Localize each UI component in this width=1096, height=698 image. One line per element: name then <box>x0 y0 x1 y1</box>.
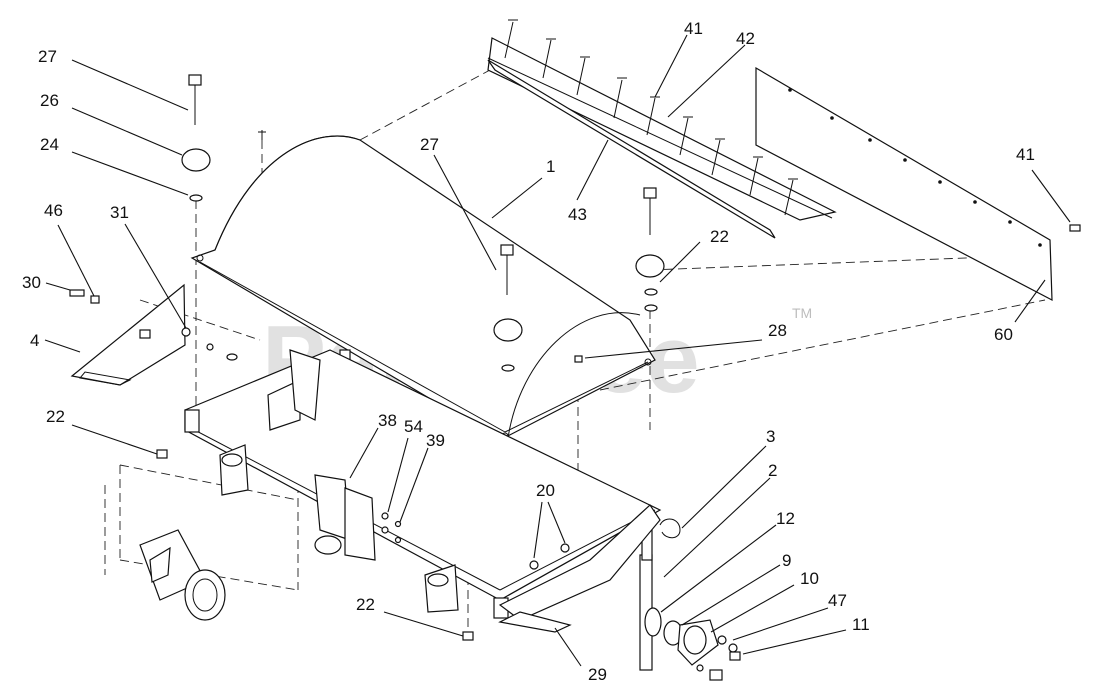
callout-4-side-plate: 4 <box>30 331 39 350</box>
callout-42: 42 <box>736 29 755 48</box>
callout-41-right: 41 <box>1016 145 1035 164</box>
callout-22-left-nut: 22 <box>46 407 65 426</box>
leader-lines <box>44 34 1071 667</box>
bearing-assembly <box>644 607 741 681</box>
fasteners <box>69 74 1081 641</box>
callout-47: 47 <box>828 591 847 610</box>
callout-30: 30 <box>22 273 41 292</box>
callout-26-isolator: 26 <box>40 91 59 110</box>
callout-labels: 27 26 24 46 31 30 4 22 1 27 41 42 43 22 … <box>22 19 1035 684</box>
left-side-plate <box>70 283 186 386</box>
callout-22-bottom-nut: 22 <box>356 595 375 614</box>
callout-43: 43 <box>568 205 587 224</box>
hitch-couplers <box>219 444 459 613</box>
callout-24-washer: 24 <box>40 135 59 154</box>
callout-2: 2 <box>768 461 777 480</box>
rear-deflector-panel <box>755 66 1053 302</box>
callout-20: 20 <box>536 481 555 500</box>
rivet-row <box>504 19 798 216</box>
callout-9: 9 <box>782 551 791 570</box>
callout-28: 28 <box>768 321 787 340</box>
callout-46: 46 <box>44 201 63 220</box>
callout-3: 3 <box>766 427 775 446</box>
callout-27-top-bolt: 27 <box>38 47 57 66</box>
callout-29: 29 <box>588 665 607 684</box>
callout-38-bracket: 38 <box>378 411 397 430</box>
center-bracket <box>267 349 376 561</box>
drive-housing <box>139 529 226 621</box>
callout-11: 11 <box>852 615 870 634</box>
hopper-housing <box>190 130 656 441</box>
callout-31: 31 <box>110 203 129 222</box>
callout-10: 10 <box>800 569 819 588</box>
callout-1-hopper: 1 <box>546 157 555 176</box>
upper-flap-strip <box>487 19 837 239</box>
callout-41-top: 41 <box>684 19 703 38</box>
callout-27-center-bolt: 27 <box>420 135 439 154</box>
callout-60-panel: 60 <box>994 325 1013 344</box>
callout-12: 12 <box>776 509 795 528</box>
watermark-tm: TM <box>792 305 812 321</box>
callout-39: 39 <box>426 431 445 450</box>
callout-54: 54 <box>404 417 423 436</box>
callout-22-right-nut: 22 <box>710 227 729 246</box>
